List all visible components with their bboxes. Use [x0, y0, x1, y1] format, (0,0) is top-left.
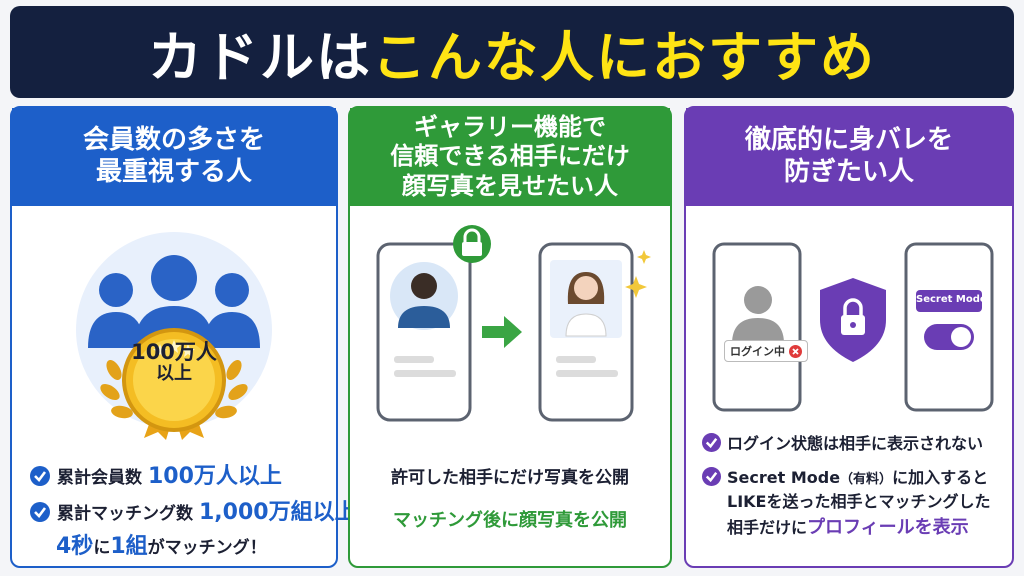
card1-heading-line1: 会員数の多さを [82, 125, 265, 156]
card2-heading: ギャラリー機能で 信頼できる相手にだけ 顔写真を見せたい人 [350, 108, 670, 206]
arrow-right-icon [482, 316, 522, 348]
card2-caption2: マッチング後に顔写真を公開 [393, 510, 627, 531]
bullet3-particle: に [93, 538, 111, 558]
laurel-icon [100, 360, 248, 419]
check-icon [702, 433, 721, 452]
secret-illustration [712, 242, 994, 412]
bullet2-join: に加入すると [892, 468, 989, 487]
phone-icon [376, 242, 472, 422]
phone-icon [538, 242, 634, 422]
title-part2: こんな人におすすめ [372, 25, 876, 89]
check-icon [30, 466, 50, 486]
login-badge: ログイン中 [724, 340, 808, 362]
bullet2-line3-a: 相手だけに [727, 518, 808, 537]
secret-mode-label: Secret Mode [916, 294, 987, 305]
medal-text-line1: 100万人 [131, 340, 217, 364]
title-part1: カドルは [148, 25, 372, 89]
card1-bullet2: 累計マッチング数 1,000万組以上 [30, 494, 357, 526]
bullet1-value: 100万人以上 [148, 464, 282, 489]
card3-heading: 徹底的に身バレを 防ぎたい人 [686, 108, 1012, 206]
phone-icon [712, 242, 802, 412]
close-icon [789, 344, 802, 358]
medal-text-line2: 以上 [156, 363, 192, 385]
sparkle-icon [625, 250, 651, 298]
bullet1-label: 累計会員数 [57, 468, 142, 488]
bullet2-label: 累計マッチング数 [57, 504, 193, 524]
people-medal-illustration [76, 232, 272, 440]
card-gallery: ギャラリー機能で 信頼できる相手にだけ 顔写真を見せたい人 [348, 106, 672, 568]
bullet2-value: 1,000万組以上 [199, 500, 357, 525]
shield-lock-icon [820, 278, 886, 362]
bullet3-tail: がマッチング！ [147, 538, 267, 558]
gold-medal-icon [122, 328, 226, 440]
bullet2-paid: （有料） [840, 472, 893, 487]
login-badge-text: ログイン中 [730, 345, 785, 358]
bullet2-line3-b: プロフィールを表示 [807, 517, 969, 538]
bullet2-line2: LIKEを送った相手とマッチングした [727, 492, 991, 511]
card-secret-mode: 徹底的に身バレを 防ぎたい人 Secret Mode ログイン中 ログイ [684, 106, 1014, 568]
card2-heading-line3: 顔写真を見せたい人 [402, 171, 618, 200]
card1-heading-line2: 最重視する人 [95, 157, 252, 187]
toggle-icon [924, 324, 974, 350]
bullet2-line3: 相手だけにプロフィールを表示 [702, 514, 990, 541]
card2-caption1: 許可した相手にだけ写真を公開 [391, 468, 629, 488]
card2-heading-line2: 信頼できる相手にだけ [390, 142, 630, 171]
card1-bullet1: 累計会員数 100万人以上 [30, 458, 282, 490]
card1-bullet3: 4秒に1組がマッチング！ [56, 528, 267, 560]
card3-heading-line1: 徹底的に身バレを [744, 125, 953, 156]
bullet2-secret-mode: Secret Mode [727, 468, 841, 487]
gallery-illustration [376, 225, 651, 422]
card3-bullet1: ログイン状態は相手に表示されない [702, 430, 983, 456]
bullet3-seconds: 4秒 [56, 534, 94, 559]
card1-heading: 会員数の多さを 最重視する人 [12, 108, 336, 206]
phone-icon [904, 242, 994, 412]
card3-bullet2: Secret Mode（有料）に加入すると LIKEを送った相手とマッチングした… [702, 464, 990, 541]
check-icon [30, 502, 50, 522]
card2-heading-line1: ギャラリー機能で [414, 113, 606, 142]
card-member-count: 会員数の多さを 最重視する人 [10, 106, 357, 568]
medal-text: 100万人 以上 [124, 340, 224, 385]
title-banner: カドルはこんな人におすすめ [10, 6, 1014, 98]
card3-bullet1-text: ログイン状態は相手に表示されない [727, 434, 984, 453]
bullet3-pair: 1組 [110, 534, 148, 559]
check-icon [702, 467, 721, 486]
card3-heading-line2: 防ぎたい人 [783, 157, 914, 187]
lock-icon [453, 225, 491, 263]
